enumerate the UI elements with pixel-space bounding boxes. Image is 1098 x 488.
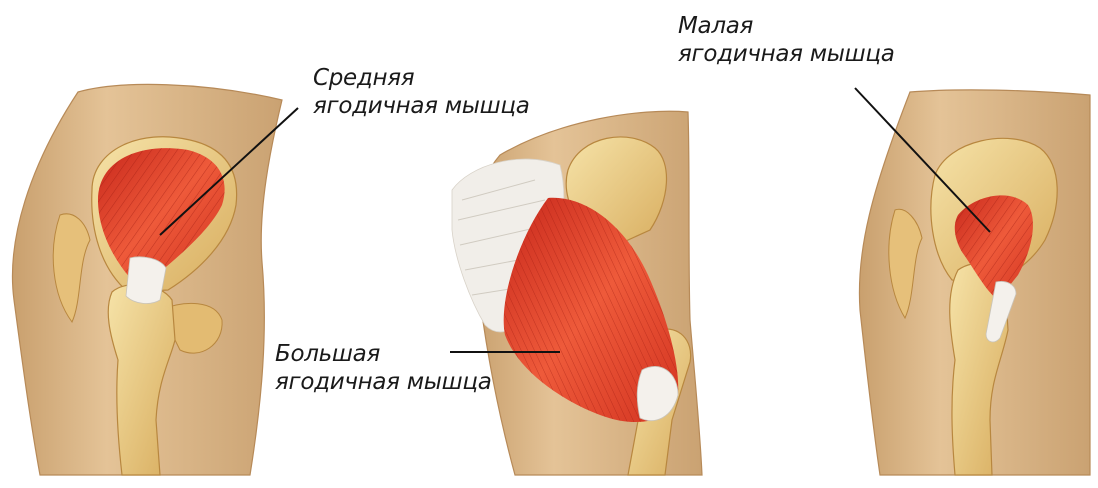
- label-gluteus-maximus-line1: Большая: [275, 340, 492, 368]
- label-gluteus-medius-line2: ягодичная мышца: [313, 92, 530, 120]
- label-gluteus-minimus: Малая ягодичная мышца: [678, 12, 895, 68]
- label-gluteus-maximus-line2: ягодичная мышца: [275, 368, 492, 396]
- label-gluteus-medius: Средняя ягодичная мышца: [313, 64, 530, 120]
- label-gluteus-medius-line1: Средняя: [313, 64, 530, 92]
- label-gluteus-minimus-line1: Малая: [678, 12, 895, 40]
- figure-gluteus-medius: [12, 84, 282, 475]
- figure-gluteus-minimus: [859, 90, 1090, 475]
- label-gluteus-minimus-line2: ягодичная мышца: [678, 40, 895, 68]
- figure-gluteus-maximus: [452, 111, 702, 475]
- label-gluteus-maximus: Большая ягодичная мышца: [275, 340, 492, 396]
- tendon-left: [126, 257, 166, 304]
